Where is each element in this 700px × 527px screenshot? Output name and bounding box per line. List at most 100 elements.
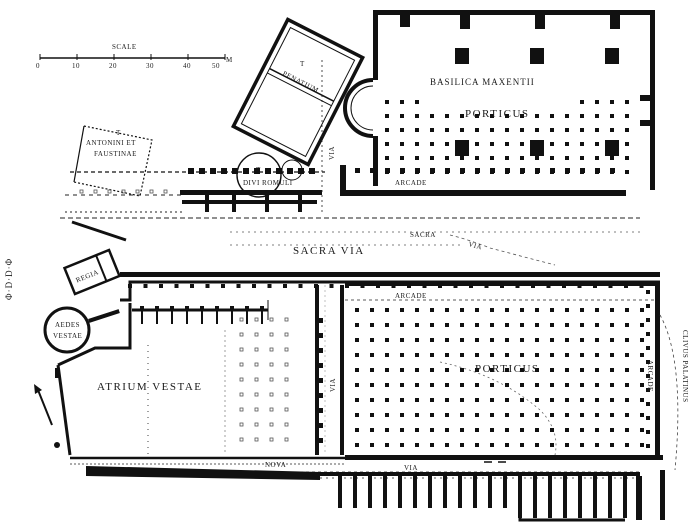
regia-label: REGIA (75, 268, 100, 284)
column-base (535, 168, 540, 173)
column-base (505, 323, 509, 327)
north-row-left-columns (79, 168, 315, 194)
penatium-label: PENATIUM (281, 70, 320, 95)
column-base (475, 398, 479, 402)
column-base (400, 168, 405, 173)
column-base (445, 142, 449, 146)
column-base (284, 422, 289, 427)
substructure-pier (458, 476, 462, 508)
column-base (318, 333, 323, 338)
column-base (475, 383, 479, 387)
column-base (438, 284, 442, 288)
column-base (355, 383, 359, 387)
column-base (239, 332, 244, 337)
column-base (535, 308, 539, 312)
column-base (580, 368, 584, 372)
column-base (565, 368, 569, 372)
column-base (385, 428, 389, 432)
column-base (562, 284, 566, 288)
column-base (505, 413, 509, 417)
arcade-mid-columns (128, 284, 644, 288)
column-base (639, 284, 644, 288)
column-base (400, 353, 404, 357)
column-base (370, 398, 374, 402)
column-base (520, 383, 524, 387)
column-base (318, 408, 323, 413)
column-base (595, 383, 599, 387)
column-base (610, 413, 614, 417)
column-base (239, 437, 244, 442)
column-base (580, 353, 584, 357)
column-base (309, 168, 315, 174)
column-base (415, 443, 419, 447)
column-base (269, 407, 274, 412)
column-base (475, 428, 479, 432)
column-base (190, 284, 194, 288)
column-base (640, 428, 644, 432)
column-base (445, 413, 449, 417)
column-base (460, 353, 464, 357)
column-base (535, 443, 539, 447)
scale-unit: M (226, 56, 233, 64)
column-base (490, 398, 494, 402)
column-base (550, 308, 554, 312)
column-base (284, 317, 289, 322)
column-base (490, 383, 494, 387)
column-base (430, 114, 434, 118)
column-base (155, 306, 159, 310)
column-base (445, 383, 449, 387)
column-base (355, 353, 359, 357)
column-base (595, 308, 599, 312)
column-base (580, 308, 584, 312)
column-base (318, 393, 323, 398)
column-base (269, 317, 274, 322)
column-base (269, 332, 274, 337)
pier (201, 310, 203, 324)
column-base (520, 308, 524, 312)
column-base (460, 413, 464, 417)
column-base (505, 338, 509, 342)
column-base (269, 437, 274, 442)
penatium-mark: T (300, 60, 305, 68)
column-base (239, 377, 244, 382)
column-base (143, 284, 148, 288)
column-base (121, 189, 126, 194)
column-base (460, 156, 464, 160)
via-bottom-label: VIA (404, 464, 418, 472)
column-base (254, 362, 259, 367)
column-base (646, 388, 650, 392)
column-base (580, 413, 584, 417)
column-base (535, 413, 539, 417)
pier (171, 310, 173, 324)
penatium-temple: T PENATIUM (230, 17, 366, 167)
clivus-label: CLIVUS PALATINUS (681, 330, 689, 403)
column-base (400, 323, 404, 327)
column-base (580, 128, 584, 132)
column-base (415, 100, 419, 104)
column-base (640, 398, 644, 402)
column-base (610, 323, 614, 327)
bottom-piers (338, 476, 627, 518)
column-base (505, 114, 509, 118)
column-base (625, 142, 629, 146)
column-base (355, 323, 359, 327)
via-vertical-mid-label: VIA (329, 378, 337, 392)
column-base (254, 332, 259, 337)
column-base (370, 168, 375, 173)
column-base (646, 304, 650, 308)
column-base (430, 353, 434, 357)
column-base (565, 142, 569, 146)
column-base (460, 383, 464, 387)
column-base (535, 338, 539, 342)
column-base (475, 168, 480, 173)
column-base (445, 168, 450, 173)
column-base (415, 142, 419, 146)
column-base (565, 114, 569, 118)
column-base (430, 128, 434, 132)
column-base (287, 168, 293, 174)
column-base (475, 353, 479, 357)
column-base (460, 323, 464, 327)
column-base (79, 189, 84, 194)
column-base (163, 189, 168, 194)
column-base (400, 142, 404, 146)
